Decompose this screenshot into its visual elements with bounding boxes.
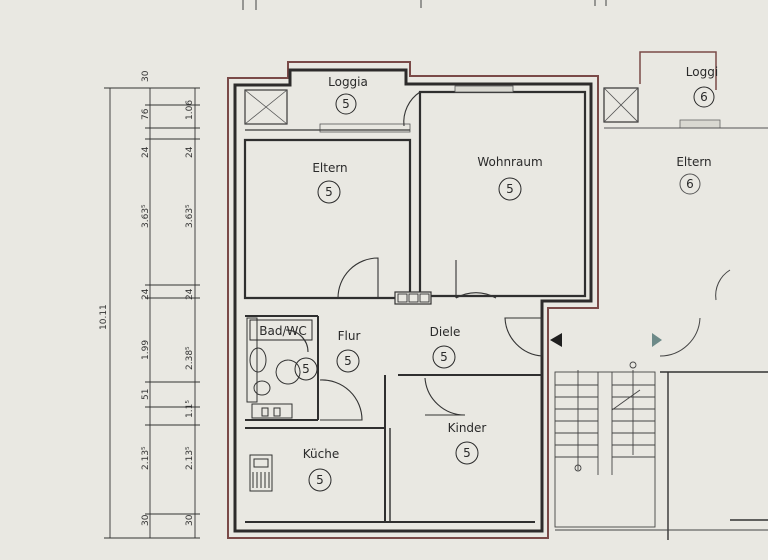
dim-col1-8: 30 [141,514,151,526]
staircase [554,361,656,528]
room-diele-number: 5 [440,350,448,364]
dim-col1-4: 24 [141,288,151,300]
dim-col2-6: 2.13⁵ [185,446,195,470]
dim-col2-5: 1.1⁵ [185,400,195,418]
neighbor-eltern-number: 6 [686,177,694,191]
room-kueche-number: 5 [316,473,324,487]
room-kinder-label: Kinder [448,421,487,435]
entry-arrow-right-icon [652,333,662,347]
room-eltern-badge [317,180,341,204]
neighbor-loggia-label: Loggi [686,65,718,79]
room-labels: Loggia 5 Eltern 5 Wohnraum 5 Bad/WC 5 Fl… [249,75,543,492]
dim-col1-3: 3.63⁵ [141,204,151,228]
dim-col1-7: 2.13⁵ [141,446,151,470]
dim-col2-1: 24 [185,146,195,158]
shaft [394,291,432,305]
room-wohnraum-badge [498,177,522,201]
dim-col1-5: 1.99 [141,340,151,360]
dim-col1-6: 51 [141,389,151,400]
room-kueche-badge [308,468,332,492]
kitchen-stove [249,454,273,492]
room-eltern-number: 5 [325,185,333,199]
room-kinder-badge [455,441,479,465]
dim-col1-1: 76 [141,108,151,120]
dim-col2-3: 24 [185,288,195,300]
room-loggia-number: 5 [342,97,350,111]
outer-walls [227,61,599,539]
room-bad-wc-box [249,319,313,341]
neighbor-eltern-label: Eltern [676,155,711,169]
room-loggia-label: Loggia [328,75,368,89]
room-loggia-badge [335,93,357,115]
dim-col1-2: 24 [141,146,151,158]
room-flur-number: 5 [344,354,352,368]
dimension-chain [104,87,200,539]
dim-col2-0: 1.06 [185,100,195,120]
room-diele-badge [432,345,456,369]
dim-col1-0: 30 [141,70,151,82]
room-diele-label: Diele [430,325,461,339]
dim-col2-7: 30 [185,514,195,526]
dimension-labels: 10.11 30 76 24 3.63⁵ 24 1.99 51 2.13⁵ 30… [99,70,195,526]
door-swings [285,91,543,421]
bathroom-fixtures [246,317,301,419]
neighbor-loggia-badge [693,86,715,108]
room-kueche-label: Küche [303,447,339,461]
loggia-area [244,89,411,133]
room-bad-wc-label: Bad/WC [259,324,307,338]
neighbor-eltern-badge [679,173,701,195]
room-flur-badge [336,349,360,373]
top-marks [242,0,607,10]
entry-arrow-left-icon [550,333,562,347]
room-kinder-number: 5 [463,446,471,460]
room-bad-wc-number: 5 [302,362,310,376]
room-flur-label: Flur [338,329,361,343]
neighbor-unit: Loggi 6 Eltern 6 [603,51,768,540]
interior-walls [243,85,587,523]
room-wohnraum-number: 5 [506,182,514,196]
room-wohnraum-label: Wohnraum [477,155,542,169]
dim-total: 10.11 [99,304,109,330]
dim-col2-2: 3.63⁵ [185,204,195,228]
room-eltern-label: Eltern [312,161,347,175]
neighbor-loggia-number: 6 [700,90,708,104]
dim-col2-4: 2.38⁵ [185,346,195,370]
room-bad-wc-badge [294,357,318,381]
